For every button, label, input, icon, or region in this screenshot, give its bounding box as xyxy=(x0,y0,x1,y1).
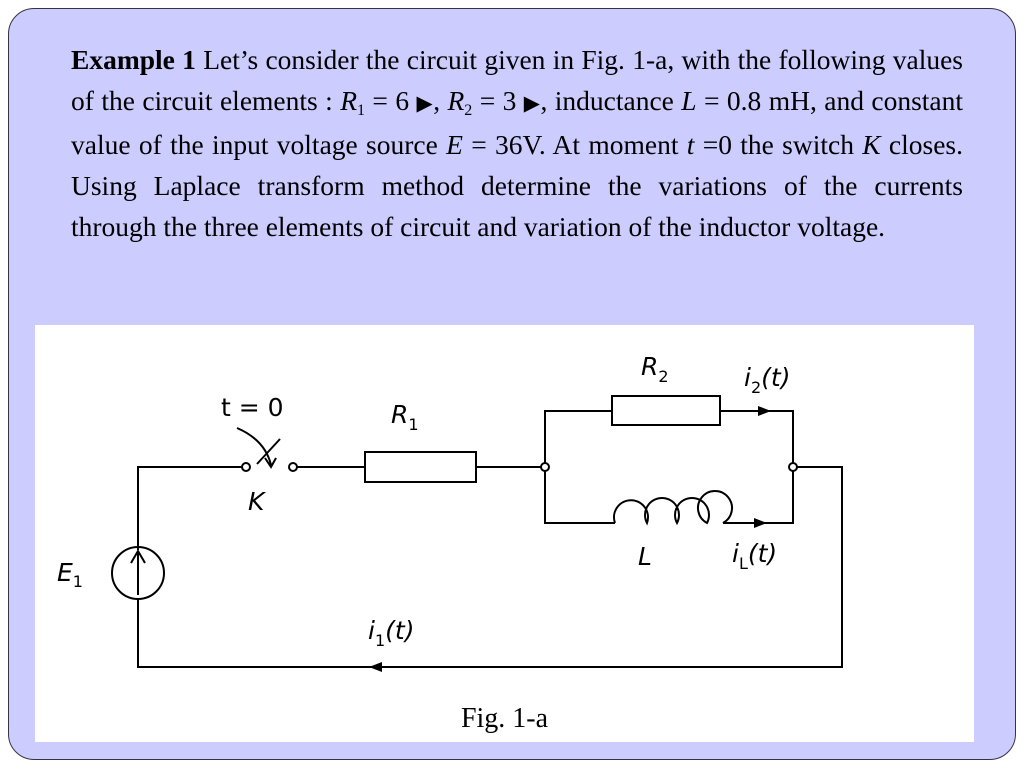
node-right xyxy=(788,462,798,472)
i1-arrow-icon xyxy=(369,662,382,672)
circuit-diagram: t = 0 K E1 R1 R2 L i1(t) i2(t) iL(t) xyxy=(57,352,843,672)
r2-value: = 3 xyxy=(472,85,524,116)
slide-background: Example 1 Let’s consider the circuit giv… xyxy=(8,8,1016,760)
i1-label: i1(t) xyxy=(368,616,414,650)
text-run: , inductance xyxy=(540,85,682,116)
i2-arg: (t) xyxy=(761,363,790,392)
l-symbol: L xyxy=(681,85,697,116)
problem-statement: Example 1 Let’s consider the circuit giv… xyxy=(71,39,963,247)
il-arg: (t) xyxy=(748,539,777,568)
switch-blade-icon xyxy=(256,438,281,465)
wire-left-lower xyxy=(137,466,843,668)
il-arrow-icon xyxy=(754,518,767,528)
i2-label: i2(t) xyxy=(744,363,790,397)
r2-sub: 2 xyxy=(658,367,668,386)
r2-symbol: R xyxy=(447,85,465,116)
i2-name: i xyxy=(744,363,751,392)
source-arrow-icon xyxy=(130,549,146,595)
wire-l-right xyxy=(723,471,794,524)
i1-sub: 1 xyxy=(375,631,385,650)
i1-name: i xyxy=(368,616,375,645)
inductor-l-icon xyxy=(613,490,733,526)
r2-name: R xyxy=(641,352,658,381)
r2-label: R2 xyxy=(641,352,669,386)
l-label: L xyxy=(638,542,652,571)
il-name: i xyxy=(732,539,739,568)
node-left xyxy=(540,462,550,472)
il-sub: L xyxy=(739,554,748,573)
r1-name: R xyxy=(391,400,408,429)
resistor-r1-icon xyxy=(364,451,477,483)
r1-label: R1 xyxy=(391,400,419,434)
ohm-glyph-icon: ▶ xyxy=(416,91,434,115)
switch-contact-left xyxy=(241,462,251,472)
i2-arrow-icon xyxy=(758,406,771,416)
i1-arg: (t) xyxy=(385,616,414,645)
voltage-source-icon xyxy=(111,546,165,600)
example-heading: Example 1 xyxy=(71,44,196,75)
source-name-label: E1 xyxy=(57,558,83,591)
r1-sub: 1 xyxy=(408,415,418,434)
wire-r2-right xyxy=(720,410,794,463)
resistor-r2-icon xyxy=(611,395,721,426)
wire-branch-bottom xyxy=(544,471,615,524)
k-symbol: K xyxy=(862,129,881,160)
t-value: =0 the switch xyxy=(694,129,863,160)
il-label: iL(t) xyxy=(732,539,777,573)
switch-arc-icon xyxy=(236,427,277,469)
wire-branch-top xyxy=(544,410,612,463)
wire-left xyxy=(137,466,245,550)
e-value: = 36V. At moment xyxy=(462,129,687,160)
r1-subscript: 1 xyxy=(357,102,365,119)
l-value: = 0.8 mH, and constant value of the inpu… xyxy=(71,85,964,160)
ohm-glyph-icon: ▶ xyxy=(523,91,541,115)
r1-symbol: R xyxy=(340,85,357,116)
text-run: Let’s consider the circuit given in Fig.… xyxy=(71,44,963,116)
r2-subscript: 2 xyxy=(464,102,473,119)
switch-name-label: K xyxy=(248,487,267,516)
i2-sub: 2 xyxy=(751,378,761,397)
circuit-figure: t = 0 K E1 R1 R2 L i1(t) i2(t) iL(t) Fig… xyxy=(35,325,974,742)
r1-value: = 6 xyxy=(365,85,417,116)
source-name: E xyxy=(57,558,73,587)
e-symbol: E xyxy=(446,129,463,160)
source-sub: 1 xyxy=(73,572,83,591)
switch-time-label: t = 0 xyxy=(221,393,284,422)
text-run: , xyxy=(433,85,448,116)
t-symbol: t xyxy=(686,129,695,160)
text-run: closes. Using Laplace transform method d… xyxy=(71,129,964,242)
figure-caption: Fig. 1-a xyxy=(460,703,549,734)
switch-contact-right xyxy=(288,462,298,472)
